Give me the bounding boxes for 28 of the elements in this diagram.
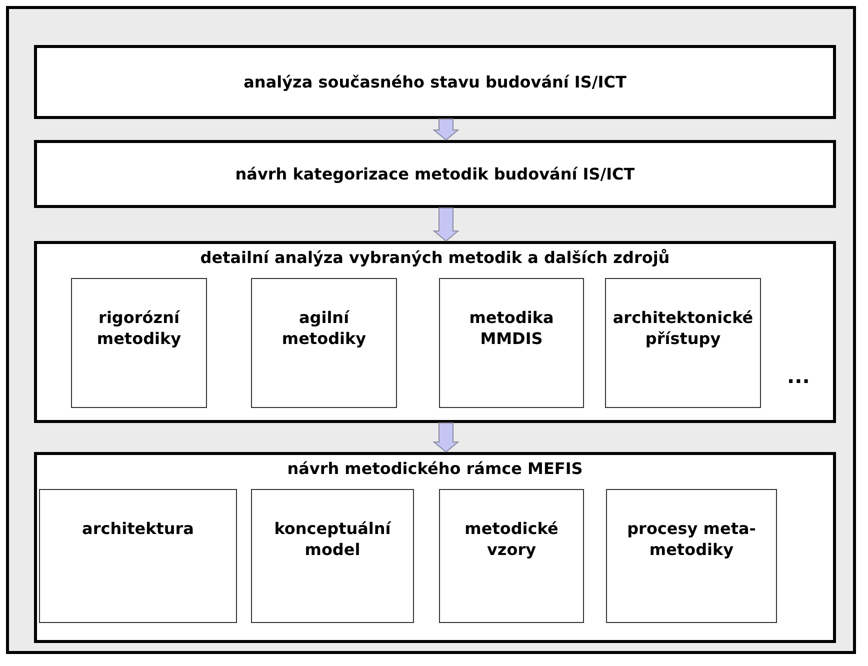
- process-box: [34, 140, 836, 208]
- arrow: [432, 422, 460, 453]
- group-box: [34, 241, 836, 423]
- box-text: metodika MMDIS: [468, 307, 555, 349]
- group-heading: návrh metodického rámce MEFIS: [286, 458, 584, 479]
- arrow: [432, 208, 460, 242]
- box-text: analýza současného stavu budování IS/ICT: [242, 72, 628, 92]
- item-box: [606, 489, 777, 623]
- box-text: architektonické přístupy: [612, 307, 754, 349]
- box-text: návrh kategorizace metodik budování IS/ICT: [234, 164, 636, 184]
- group-heading: detailní analýza vybraných metodik a dalších zdrojů: [199, 247, 671, 268]
- item-box: [605, 278, 761, 408]
- box-text: metodické vzory: [464, 518, 560, 560]
- item-box: [71, 278, 207, 408]
- process-box: [34, 45, 836, 119]
- box-text: konceptuální model: [273, 518, 392, 560]
- arrow: [432, 118, 460, 141]
- box-text: rigorózní metodiky: [96, 307, 182, 349]
- item-box: [439, 278, 584, 408]
- item-box: [251, 489, 414, 623]
- item-box: [439, 489, 584, 623]
- box-text: procesy meta-metodiky: [626, 518, 757, 560]
- item-box: [39, 489, 237, 623]
- box-text: agilní metodiky: [280, 307, 368, 349]
- item-box: [251, 278, 397, 408]
- ellipsis-text: ...: [787, 364, 810, 388]
- group-box: [34, 452, 836, 643]
- box-text: architektura: [81, 518, 195, 539]
